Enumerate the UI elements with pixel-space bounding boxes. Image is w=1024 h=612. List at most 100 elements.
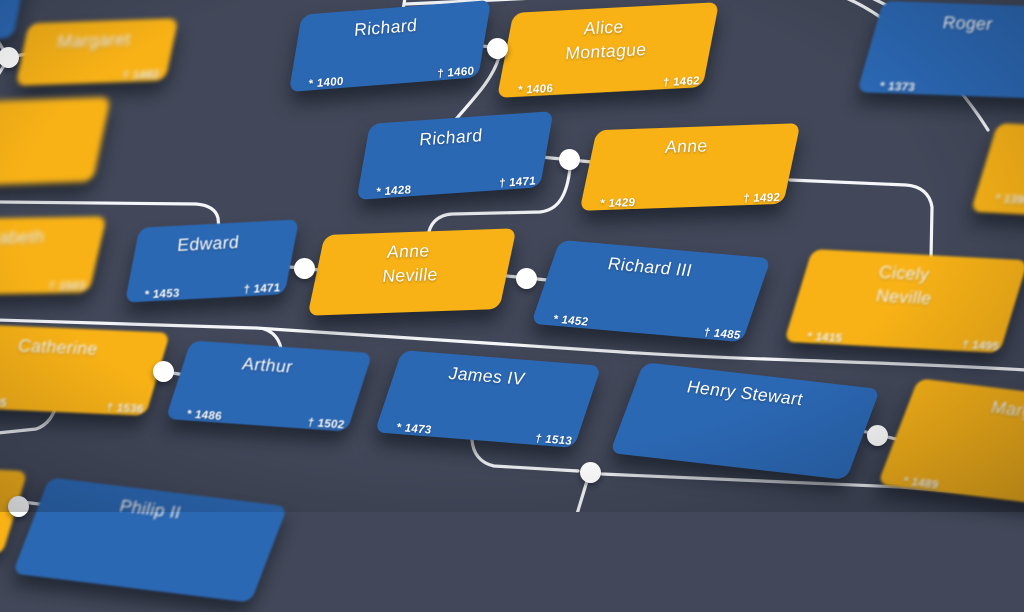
person-card-content: Arthur * 1486 † 1502 [174,347,358,440]
death-year: † 1460 [436,65,475,81]
connector [0,200,221,231]
marriage-dot [558,148,580,170]
marriage-dot [866,424,888,446]
person-card-content: Roger * 1373 [868,8,1024,107]
death-year: † 1536 [106,402,144,416]
person-name-line1: Richard [418,125,484,150]
person-name-line2: Neville [875,285,932,308]
person-name: Edward [127,228,289,260]
person-name: James IV [386,357,586,396]
death-year: † 1495 [961,338,1000,353]
person-card-content: Catherine * 1485 † 1536 [0,332,156,425]
person-card-content: Edward * 1453 † 1471 [127,228,293,310]
person-name: Richard [290,9,482,47]
death-year: † 1471 [242,282,281,297]
person-name: Margaret [18,27,170,56]
person-node-margaret-of-anjou[interactable]: Margaret† 1482 [15,18,179,86]
death-year: † 1462 [662,75,701,90]
person-name-line2: Montague [564,38,648,63]
death-year: † 1485 [703,326,741,342]
person-name-line1: Richard [352,14,419,40]
birth-year: * 1485 [0,396,7,410]
person-name-line1: Margaret [56,28,132,52]
person-node-elizabeth[interactable]: Elizabeth† 1503 [0,216,107,296]
birth-year: * 1406 [517,82,554,97]
marriage-dot [293,257,315,279]
person-name: Roger [868,8,1024,39]
marriage-dot [486,37,508,59]
birth-year: * 1489 [902,475,939,492]
person-card-content: Elizabeth† 1503 [0,225,98,304]
death-year: † 1502 [307,416,345,432]
marriage-dot [579,461,601,483]
connector [470,438,580,473]
birth-year: * 1452 [552,313,589,329]
birth-year: * 1373 [879,80,915,95]
person-node-catherine[interactable]: Catherine * 1485 † 1536 [0,324,171,416]
person-card-content [0,97,105,186]
person-node-roger[interactable]: Roger * 1373 [856,0,1024,100]
connector [426,166,572,240]
birth-year: * 1428 [375,184,412,199]
person-name-line1: Henry Stewart [686,376,804,410]
person-node-anne-beauchamp[interactable]: Anne * 1429 † 1492 [579,123,801,211]
person-card-content: Richard III * 1452 † 1485 [541,247,756,351]
birth-year: * 1429 [599,196,636,211]
person-node-richard-warwick[interactable]: Richard * 1428 † 1471 [356,111,554,200]
marriage-dot [515,267,537,289]
person-name-line2: Neville [381,263,439,286]
person-name: Arthur [176,347,358,383]
person-node-left-partial-female[interactable] [0,96,111,188]
person-name-line1: Margaret [990,396,1024,426]
marriage-dot [7,495,29,517]
connector [788,178,934,261]
person-name: Anne [583,132,789,163]
person-card-content: Philip II [24,483,271,612]
person-node-arthur[interactable]: Arthur * 1486 † 1502 [165,340,373,432]
person-card-content: Anne * 1429 † 1492 [583,132,793,219]
person-node-edward[interactable]: Edward * 1453 † 1471 [124,219,300,303]
person-name-line1: Cicely [878,261,930,285]
death-year: † 1513 [534,432,573,448]
person-name-line1: James IV [448,362,526,389]
birth-year: * 1486 [186,408,222,423]
connector [0,318,1024,372]
person-node-richard-iii[interactable]: Richard III * 1452 † 1485 [530,239,772,343]
person-name: Elizabeth [0,225,95,252]
person-name-line1: Anne [664,135,709,157]
connector [600,472,1024,499]
person-node-james-iv[interactable]: James IV* 1473† 1513 [374,350,602,448]
person-name-line1: Alice [582,16,625,39]
birth-year: * 1400 [307,75,345,91]
birth-year: * 1453 [144,287,181,302]
person-name: Richard [358,120,544,156]
birth-year: * 1415 [807,330,843,345]
birth-year: * 1390 [995,192,1024,207]
death-year: † 1492 [742,191,781,206]
person-name-line1: Roger [942,12,993,34]
person-name-line1: Richard III [607,253,693,281]
person-card-content: Richard * 1400 † 1460 [290,9,488,99]
person-card-content: * 1390 [983,122,1024,219]
person-node-richard-salisbury[interactable]: Richard * 1400 † 1460 [288,0,492,93]
person-name-line1: Elizabeth [0,226,46,248]
person-name: Catherine [0,332,156,364]
person-name-line1: Edward [176,231,240,255]
person-card-content: Margaret† 1482 [18,27,172,94]
person-name-line1: Catherine [18,335,98,359]
person-name-line1: Anne [386,240,431,262]
marriage-dot [152,360,174,382]
person-name-line1: Philip II [119,495,182,523]
death-year: † 1471 [498,175,537,190]
marriage-dot [0,46,19,68]
